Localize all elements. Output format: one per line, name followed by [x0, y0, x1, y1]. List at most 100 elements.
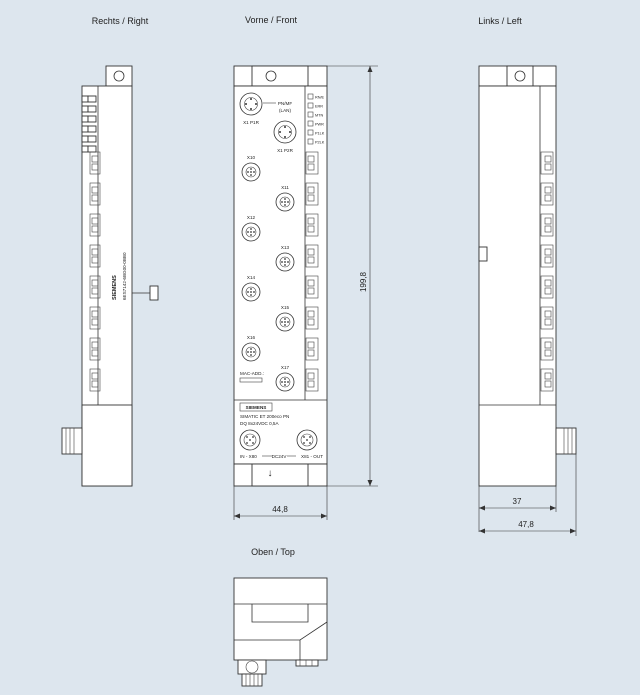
top-connector-left — [237, 659, 267, 675]
status-led: PWR — [307, 120, 324, 127]
status-led: RN/E — [307, 93, 325, 100]
io-port-x15: X15 — [275, 305, 295, 332]
io-port-label: X12 — [247, 215, 256, 220]
status-led-label: PWR — [315, 123, 324, 127]
dim-front-width: 44,8 — [233, 486, 328, 520]
port-x1-p1r — [239, 92, 263, 116]
top-view — [233, 577, 328, 687]
label-power-out: X81 - OUT — [301, 454, 323, 459]
channel-block — [540, 213, 554, 237]
channel-block — [89, 368, 101, 392]
right-brand: SIEMENS — [112, 275, 118, 300]
status-led-label: ERR — [315, 105, 323, 109]
dim-depth-1: 37 — [478, 486, 557, 532]
channel-block — [540, 244, 554, 268]
front-arrow: ↓ — [268, 468, 273, 479]
dim-depth-1-value: 37 — [513, 497, 522, 506]
power-in-connector — [239, 429, 261, 451]
channel-block — [89, 337, 101, 361]
io-port-x17: X17 — [275, 365, 295, 392]
brand-plate — [239, 402, 273, 412]
view-title-left: Links / Left — [478, 16, 522, 26]
right-connector-x80 — [61, 427, 83, 455]
status-led-label: P2LK — [315, 141, 325, 145]
io-port-x11: X11 — [275, 185, 295, 212]
left-channel-blocks — [540, 151, 554, 392]
dim-front-width-value: 44,8 — [272, 505, 288, 514]
right-side-view: SIEMENS 6ES7142-6BG00-0BB0 — [61, 65, 159, 487]
status-led: P1LK — [307, 129, 325, 136]
view-title-top: Oben / Top — [251, 547, 295, 557]
channel-block — [305, 151, 319, 175]
channel-block — [540, 151, 554, 175]
port-x1-p2r — [273, 120, 297, 144]
io-port-x13: X13 — [275, 245, 295, 272]
label-x1-p2r: X1 P2R — [277, 148, 294, 153]
left-main-body — [478, 85, 557, 487]
channel-block — [305, 275, 319, 299]
status-led-label: RN/E — [315, 96, 325, 100]
left-side-view — [478, 65, 577, 487]
top-connector-right — [295, 659, 319, 667]
front-body — [233, 85, 328, 465]
channel-block — [305, 368, 319, 392]
front-brand: SIEMENS — [246, 405, 267, 410]
io-port-x14: X14 — [241, 275, 261, 302]
label-power-mid: DC24V — [272, 454, 288, 459]
mac-field — [239, 377, 263, 383]
dim-height-value: 199,8 — [359, 271, 368, 292]
channel-block — [89, 306, 101, 330]
io-port-x10: X10 — [241, 155, 261, 182]
dim-depth-2: 47,8 — [479, 454, 577, 536]
dim-height: 199,8 — [327, 65, 378, 487]
label-lan: (LAN) — [279, 108, 291, 113]
mounting-hole — [113, 70, 125, 82]
channel-block — [540, 368, 554, 392]
channel-block — [305, 213, 319, 237]
label-x1-p1r: X1 P1R — [243, 120, 260, 125]
front-top-hole — [265, 70, 277, 82]
channel-block — [540, 306, 554, 330]
status-led: ERR — [307, 102, 323, 109]
channel-block — [305, 337, 319, 361]
right-channel-blocks — [89, 151, 101, 392]
channel-block — [540, 275, 554, 299]
right-order-number: 6ES7142-6BG00-0BB0 — [122, 252, 127, 300]
status-led: MTN — [307, 111, 323, 118]
status-leds: RN/E ERR MTN PWR P1LK P2LK — [307, 93, 325, 145]
io-port-x12: X12 — [241, 215, 261, 242]
channel-block — [540, 337, 554, 361]
front-channel-blocks — [305, 151, 319, 392]
top-outline — [233, 577, 328, 661]
front-view: ↓ X1 P1R PN/MF (LAN) X1 P2R X10X11X12X13… — [233, 65, 328, 487]
channel-block — [89, 213, 101, 237]
status-led-label: MTN — [315, 114, 323, 118]
io-port-label: X17 — [281, 365, 290, 370]
product-line-2: DQ 8x24VDC 0,5A — [240, 421, 279, 426]
io-port-label: X13 — [281, 245, 290, 250]
channel-block — [305, 182, 319, 206]
mac-label: MAC-ADD.: — [240, 371, 264, 376]
label-power-in: IN - X80 — [240, 454, 257, 459]
channel-block — [89, 275, 101, 299]
io-port-label: X14 — [247, 275, 256, 280]
channel-block — [305, 244, 319, 268]
product-line-1: SIMATIC ET 200eco PN — [240, 414, 289, 419]
io-port-label: X10 — [247, 155, 256, 160]
side-socket — [149, 285, 159, 301]
left-side-socket — [478, 246, 488, 262]
label-pnmf: PN/MF — [278, 101, 292, 106]
channel-block — [89, 151, 101, 175]
view-title-front: Vorne / Front — [245, 15, 298, 25]
channel-block — [540, 182, 554, 206]
status-led-label: P1LK — [315, 132, 325, 136]
left-connector — [555, 427, 577, 455]
status-led: P2LK — [307, 138, 325, 145]
channel-block — [89, 182, 101, 206]
mounting-tab — [105, 65, 133, 87]
io-port-label: X11 — [281, 185, 289, 190]
io-port-x16: X16 — [241, 335, 261, 362]
channel-block — [305, 306, 319, 330]
